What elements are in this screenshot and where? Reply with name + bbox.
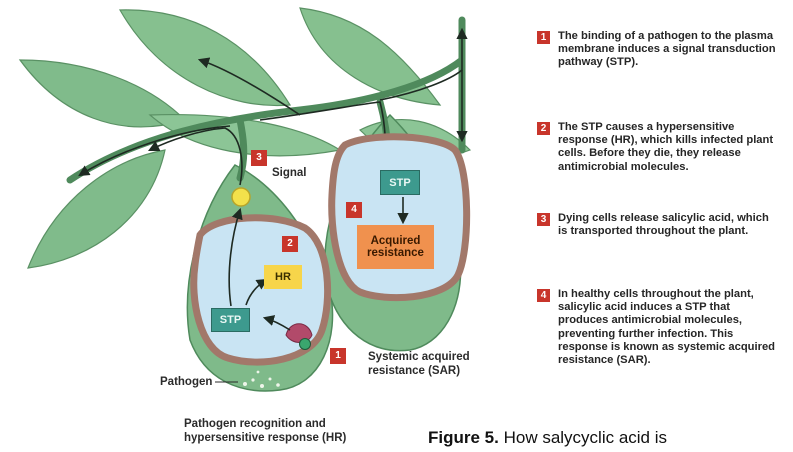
step-3-number: 3: [537, 213, 550, 226]
step-2-number: 2: [537, 122, 550, 135]
step-4-text: In healthy cells throughout the plant, s…: [558, 288, 780, 367]
plant-illustration: [0, 0, 530, 452]
signal-label: Signal: [272, 167, 307, 181]
step-3: 3 Dying cells release salicylic acid, wh…: [537, 212, 780, 238]
step-1-number: 1: [537, 31, 550, 44]
stp-box-left: STP: [211, 308, 250, 332]
badge-2: 2: [282, 236, 298, 252]
hr-box: HR: [264, 265, 302, 289]
step-1: 1 The binding of a pathogen to the plasm…: [537, 30, 780, 70]
signal-molecule: [232, 188, 250, 206]
caption-figure-number: Figure 5.: [428, 428, 499, 447]
pathogen-icon: [300, 339, 311, 350]
acquired-resistance-box: Acquired resistance: [357, 225, 434, 269]
step-3-text: Dying cells release salicylic acid, whic…: [558, 212, 780, 238]
badge-4: 4: [346, 202, 362, 218]
hr-section-label: Pathogen recognition and hypersensitive …: [184, 418, 349, 445]
step-1-text: The binding of a pathogen to the plasma …: [558, 30, 780, 70]
pathogen-label: Pathogen: [160, 376, 212, 390]
stp-box-right: STP: [380, 170, 420, 195]
caption-text: How salycyclic acid is: [499, 428, 667, 447]
badge-1: 1: [330, 348, 346, 364]
step-4: 4 In healthy cells throughout the plant,…: [537, 288, 780, 367]
badge-3: 3: [251, 150, 267, 166]
figure-caption: Figure 5. How salycyclic acid is: [428, 428, 667, 448]
sar-label: Systemic acquired resistance (SAR): [368, 351, 488, 378]
step-2-text: The STP causes a hypersensitive response…: [558, 121, 780, 174]
step-2: 2 The STP causes a hypersensitive respon…: [537, 121, 780, 174]
step-4-number: 4: [537, 289, 550, 302]
